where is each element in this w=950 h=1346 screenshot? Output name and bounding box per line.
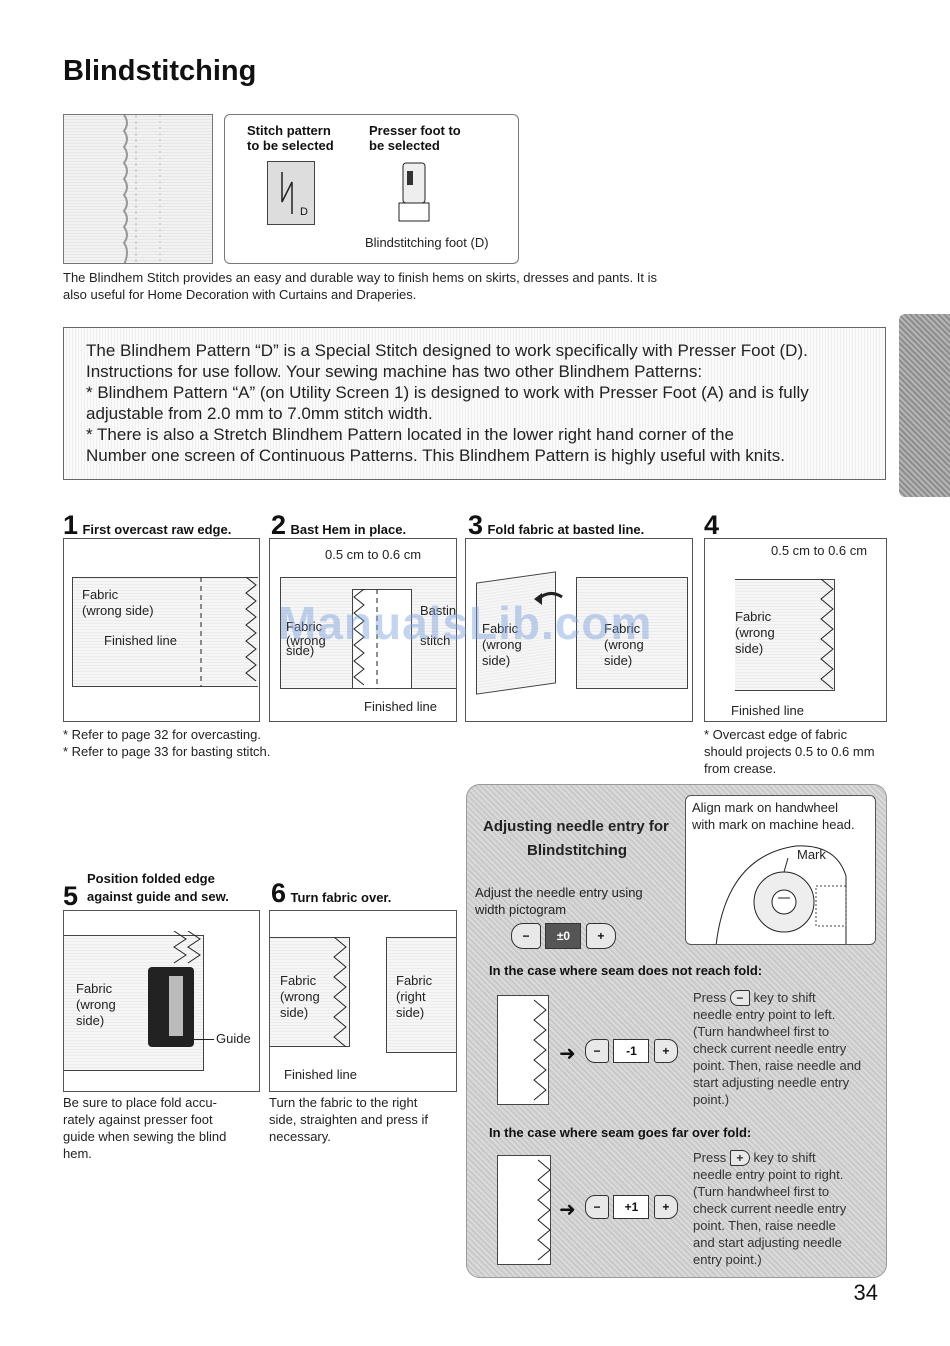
- step-5-caption: Be sure to place fold accu- rately again…: [63, 1095, 227, 1161]
- case-2-keys: − +1 +: [585, 1195, 678, 1219]
- presser-foot-label: Presser foot to be selected: [369, 123, 461, 153]
- overcast-note-line: should projects 0.5 to 0.6 mm: [704, 744, 875, 759]
- note-line: * There is also a Stretch Blindhem Patte…: [86, 425, 734, 444]
- width-pictogram: − ±0 +: [511, 923, 616, 949]
- overcast-note-line: from crease.: [704, 761, 777, 776]
- note-line: Number one screen of Continuous Patterns…: [86, 446, 785, 465]
- step-1-diagram: Fabric (wrong side) Finished line: [63, 538, 260, 722]
- plus-key[interactable]: +: [653, 1195, 678, 1219]
- case-2-text: Press + key to shift needle entry point …: [693, 1150, 847, 1267]
- page-title: Blindstitching: [63, 55, 257, 87]
- step-2-header: 2 Bast Hem in place.: [271, 510, 407, 540]
- overcast-note-line: * Overcast edge of fabric: [704, 727, 848, 742]
- case-2-value: +1: [613, 1195, 650, 1219]
- watermark: ManualsLib.com: [278, 597, 653, 649]
- foot-caption: Blindstitching foot (D): [365, 235, 489, 250]
- adjust-needle-box: Adjusting needle entry for Blindstitchin…: [466, 784, 887, 1278]
- minus-key[interactable]: −: [585, 1039, 609, 1063]
- case-2-seam-diagram: [497, 1155, 551, 1265]
- step-2-diagram: 0.5 cm to 0.6 cm Fabric (wrong side) Bas…: [269, 538, 457, 722]
- step-3-diagram: Fabric (wrong side) Fabric (wrong side): [465, 538, 693, 722]
- case-2-heading: In the case where seam goes far over fol…: [489, 1125, 752, 1140]
- stitch-pattern-label: Stitch pattern to be selected: [247, 123, 334, 153]
- page-number: 34: [853, 1280, 878, 1305]
- step-1-header: 1 First overcast raw edge.: [63, 510, 232, 540]
- case-1-text: Press − key to shift needle entry point …: [693, 990, 862, 1107]
- stitch-pattern-d-icon: D: [267, 161, 315, 225]
- step-6-diagram: Fabric (wrong side) Fabric (right side) …: [269, 910, 457, 1092]
- ref-basting: * Refer to page 33 for basting stitch.: [63, 744, 271, 759]
- intro-text: The Blindhem Stitch provides an easy and…: [63, 270, 657, 302]
- blindhem-note-box: The Blindhem Pattern “D” is a Special St…: [63, 327, 886, 480]
- stitch-sample-photo: [63, 114, 213, 264]
- stitch-sample-graphic: [122, 115, 161, 263]
- case-1-value: -1: [613, 1039, 650, 1063]
- arrow-right-icon: ➜: [559, 1043, 576, 1065]
- section-tab: [899, 314, 950, 497]
- note-line: adjustable from 2.0 mm to 7.0mm stitch w…: [86, 404, 433, 423]
- note-line: Instructions for use follow. Your sewing…: [86, 362, 703, 381]
- plus-key-inline-icon: +: [729, 1150, 750, 1166]
- step-5-diagram: Fabric (wrong side) Guide: [63, 910, 260, 1092]
- handwheel-inset: Align mark on handwheel with mark on mac…: [685, 795, 876, 945]
- plus-key[interactable]: +: [653, 1039, 678, 1063]
- step-3-header: 3 Fold fabric at basted line.: [468, 510, 645, 540]
- width-value: ±0: [545, 923, 582, 949]
- plus-key[interactable]: +: [585, 923, 616, 949]
- minus-key[interactable]: −: [511, 923, 541, 949]
- step-4-header: 4: [704, 510, 720, 540]
- arrow-right-icon: ➜: [559, 1199, 576, 1221]
- blindstitch-foot-icon: [397, 161, 431, 225]
- step-6-header: 6 Turn fabric over.: [271, 878, 392, 908]
- mark-label: Mark: [797, 847, 826, 862]
- note-line: The Blindhem Pattern “D” is a Special St…: [86, 341, 808, 360]
- step-4-diagram: 0.5 cm to 0.6 cm Fabric (wrong side) Fin…: [704, 538, 887, 722]
- case-1-heading: In the case where seam does not reach fo…: [489, 963, 763, 978]
- ref-overcasting: * Refer to page 32 for overcasting.: [63, 727, 262, 742]
- minus-key[interactable]: −: [585, 1195, 609, 1219]
- selection-box: Stitch pattern to be selected Presser fo…: [224, 114, 519, 264]
- case-1-seam-diagram: [497, 995, 549, 1105]
- case-1-keys: − -1 +: [585, 1039, 678, 1063]
- note-line: * Blindhem Pattern “A” (on Utility Scree…: [86, 383, 809, 402]
- handwheel-icon: [715, 845, 847, 944]
- step-6-caption: Turn the fabric to the right side, strai…: [269, 1095, 428, 1144]
- minus-key-inline-icon: −: [729, 990, 750, 1006]
